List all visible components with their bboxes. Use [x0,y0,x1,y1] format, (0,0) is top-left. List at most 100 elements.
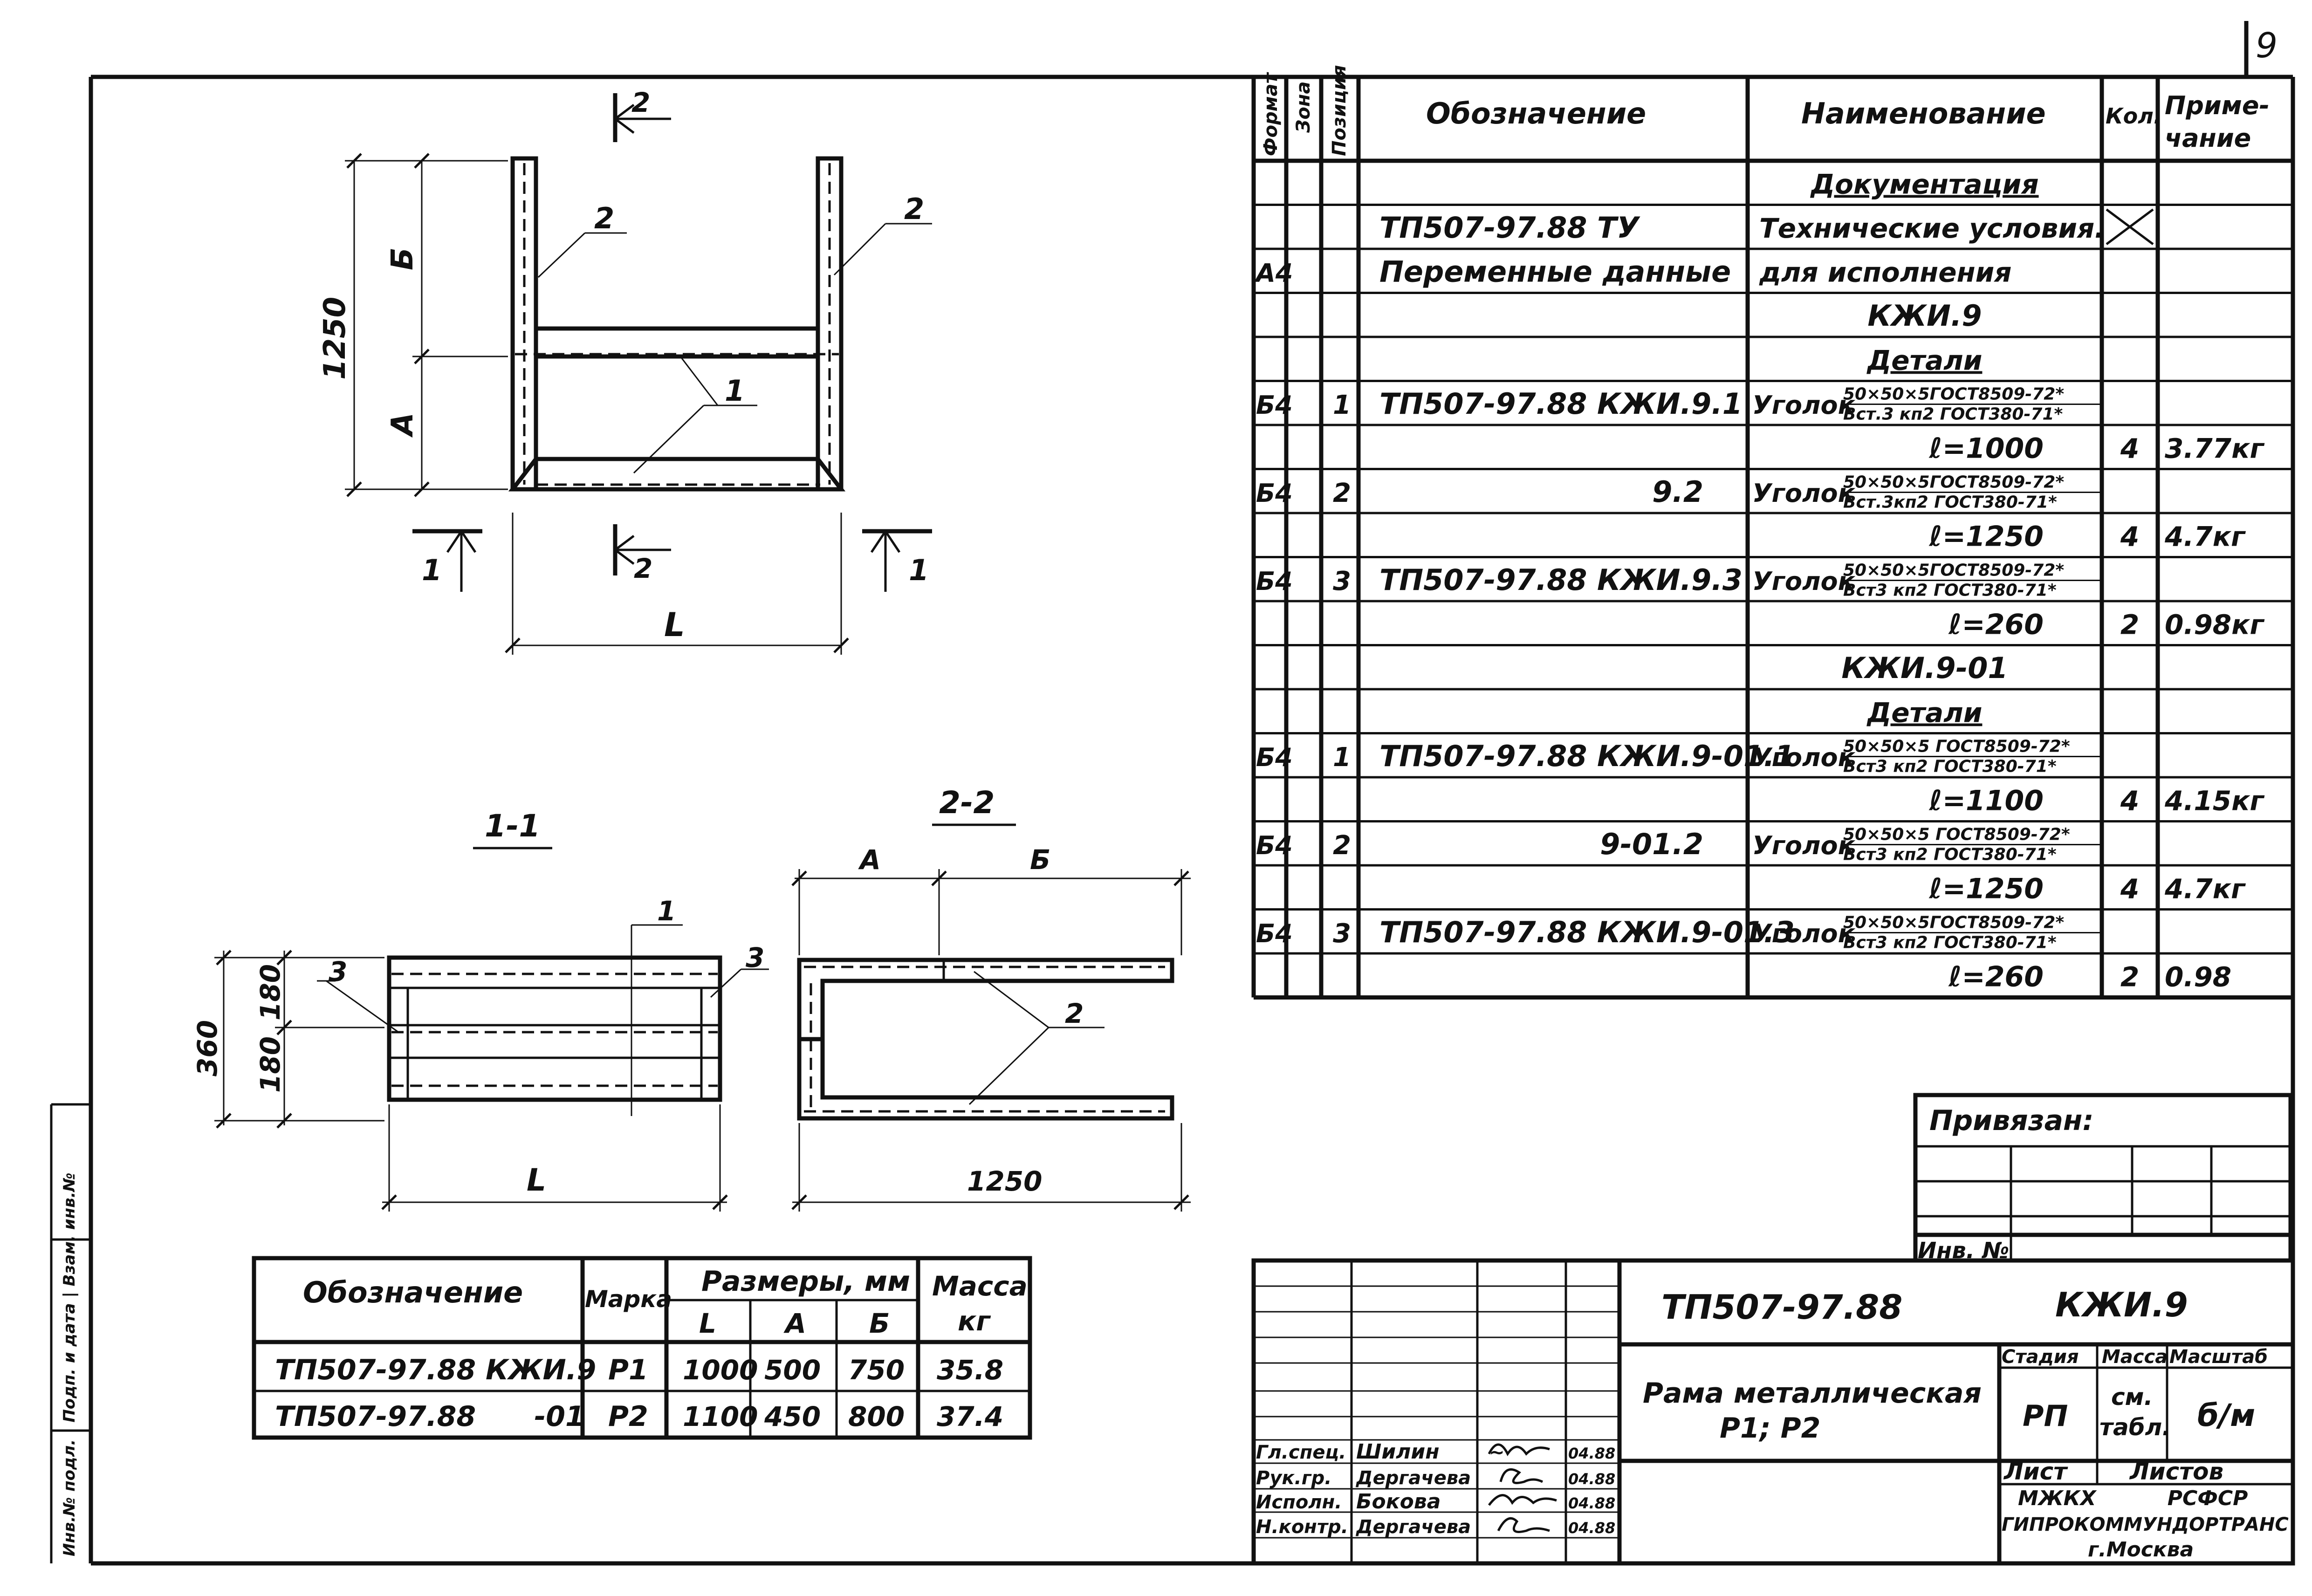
staff-role-3: Исполн. [1256,1492,1342,1513]
spec-row-note: 4.7кг [2164,873,2246,905]
section-2-2: 2-2 А Б 1250 [791,785,1191,1212]
spec-header-qty: Кол. [2106,103,2161,129]
spec-row-length: ℓ=1100 [1928,785,2044,817]
spec-row-angle-bottom: Вст.3 кп2 ГОСТ380-71* [1843,405,2063,424]
spec-row-angle-bottom: Вст3 кп2 ГОСТ380-71* [1843,845,2057,864]
spec-header-designation: Обозначение [1426,96,1646,130]
marks-row2-mark: Р2 [608,1400,648,1433]
spec-row-position: 1 [1333,390,1351,420]
spec-row-note: 3.77кг [2165,433,2264,465]
staff-name-1: Шилин [1356,1440,1440,1464]
title-mass-value-2: табл. [2099,1414,2171,1441]
spec-row-heading: Детали [1866,345,1983,377]
section-1-1-callout-3-left: 3 [329,956,347,987]
binding-block: Привязан: Инв. № [1913,1093,2293,1264]
staff-date-2: 04.88 [1568,1470,1615,1488]
title-block: Гл.спец. Шилин ~ 04.88 Рук.гр. Дергачева… [1251,1258,2295,1566]
section-1-1-dim-180-top: 180 [254,964,286,1021]
title-code: ТП507-97.88 [1661,1288,1902,1327]
marks-row1-l: 1000 [683,1354,758,1386]
title-stage-value: РП [2023,1399,2068,1433]
spec-row-format: Б4 [1256,479,1293,508]
spec-row-qty: 4 [2120,521,2139,553]
spec-row-position: 3 [1333,566,1351,596]
marks-row1-mark: Р1 [608,1354,648,1386]
spec-row-qty: 4 [2120,433,2139,465]
marks-row2-designation: ТП507-97.88 -01 [275,1400,585,1433]
title-org-line-3: г.Москва [2088,1538,2194,1562]
spec-row-angle-top: 50×50×5 ГОСТ8509-72* [1843,825,2070,844]
title-scale-value: б/м [2197,1397,2255,1433]
spec-row-format: Б4 [1256,743,1293,772]
main-dim-l: L [664,606,685,644]
spec-row-subtitle: КЖИ.9 [1867,299,1982,333]
spec-row-qty: 2 [2120,961,2139,993]
title-sheets-label: Листов [2129,1458,2223,1485]
spec-row-length: ℓ=260 [1948,961,2044,993]
spec-row-note: 0.98кг [2165,609,2264,641]
spec-row-qty: 4 [2120,873,2139,905]
marks-row1-a: 500 [764,1354,821,1386]
staff-role-2: Рук.гр. [1256,1467,1331,1489]
marks-row2-b: 800 [848,1401,905,1432]
spec-row-angle-top: 50×50×5ГОСТ8509-72* [1843,913,2064,932]
main-dim-a: А [385,412,420,438]
section-1-1-dim-360: 360 [192,1020,223,1076]
main-callout-2-right: 2 [904,192,924,226]
spec-row-designation: 9.2 [1652,475,1703,509]
spec-row-format: Б4 [1256,919,1293,948]
side-stamp: Инв.№ подл. | Подп. и дата | Взам. инв.№ [50,1103,91,1563]
marks-row2-mass: 37.4 [937,1401,1003,1432]
spec-row-position: 1 [1333,742,1351,773]
title-mass-label: Масса [2102,1346,2168,1368]
spec-row-note: 4.15кг [2164,785,2264,817]
main-dim-1250: 1250 [318,297,352,380]
spec-header-zone: Зона [1293,81,1314,133]
spec-row-format: А4 [1254,259,1293,288]
spec-row-heading: Детали [1866,697,1983,729]
spec-row-note: 4.7кг [2164,521,2246,553]
marks-header-mark: Марка [585,1286,672,1313]
marks-header-designation: Обозначение [303,1275,523,1309]
title-sheet-label: Лист [2003,1458,2068,1485]
section-mark-2-top: 2 [631,87,650,118]
spec-row-angle-label: Уголок [1752,743,1856,772]
title-org-line-1: МЖКХ РСФСР [2018,1486,2248,1510]
spec-row-length: ℓ=1250 [1928,521,2044,553]
spec-row-designation: ТП507-97.88 ТУ [1379,211,1640,245]
section-1-1-dim-l: L [527,1162,546,1198]
spec-header-position: Позиция [1329,65,1350,156]
spec-row-format: Б4 [1256,390,1293,420]
section-2-2-dim-1250: 1250 [967,1165,1042,1197]
signature-1 [1488,1443,1550,1456]
spec-row-angle-bottom: Вст.3кп2 ГОСТ380-71* [1843,493,2057,512]
title-mass-value-1: см. [2111,1384,2153,1411]
staff-name-2: Дергачева [1355,1467,1471,1489]
spec-row-position: 2 [1333,478,1351,508]
marks-row1-designation: ТП507-97.88 КЖИ.9 [275,1354,596,1386]
section-1-1-callout-1: 1 [657,895,676,927]
spec-grid-line [2106,208,2154,246]
marks-row2-l: 1100 [683,1401,758,1432]
spec-row-designation: ТП507-97.88 КЖИ.9.3 [1379,563,1743,597]
section-mark-2-bottom: 2 [634,553,652,584]
spec-header-note: Приме- [2165,91,2270,120]
marks-row2-a: 450 [764,1401,821,1432]
section-2-2-dim-a: А [858,844,881,876]
main-dim-b: Б [385,247,420,270]
title-line-2: Р1; Р2 [1720,1412,1820,1445]
spec-header-format: Формат [1260,72,1282,156]
title-scale-label: Масштаб [2169,1346,2268,1368]
marks-row1-mass: 35.8 [937,1354,1003,1386]
marks-header-mass: Масса [932,1270,1028,1302]
main-view: 1250 Б А L 2 2 1 2 [318,87,932,655]
staff-date-4: 04.88 [1568,1519,1615,1537]
spec-row-length: ℓ=1000 [1928,432,2044,465]
spec-row-qty: 2 [2120,609,2139,641]
title-line-1: Рама металлическая [1643,1377,1982,1410]
title-stage-label: Стадия [2002,1346,2079,1368]
spec-header-note2: чание [2165,123,2251,153]
spec-row-designation: ТП507-97.88 КЖИ.9-01.1 [1379,739,1795,773]
